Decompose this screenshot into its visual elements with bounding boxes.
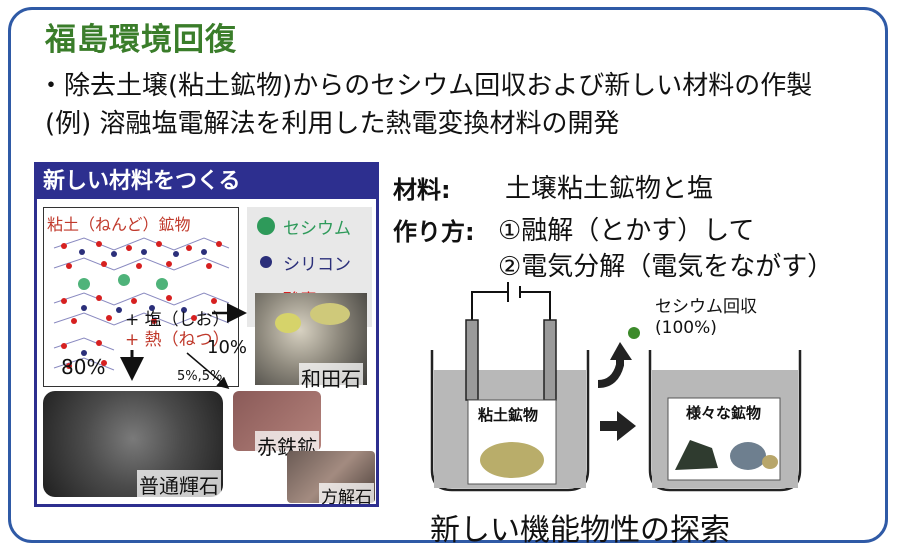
beaker1-label: 粘土鉱物 <box>478 406 539 424</box>
page-title: 福島環境回復 <box>45 22 237 58</box>
clay-structure-illustration <box>53 237 230 371</box>
material-label: 材料: <box>393 176 451 204</box>
material-value: 土壌粘土鉱物と塩 <box>505 174 714 204</box>
pct-small: 5%,5% <box>177 369 223 384</box>
heat-label: + 熱（ねつ） <box>125 330 230 350</box>
bullet-2: (例) 溶融塩電解法を利用した熱電変換材料の開発 <box>45 109 620 139</box>
cesium-dot <box>257 217 275 235</box>
pct-wada: 10% <box>207 337 248 358</box>
method-label: 作り方: <box>393 218 475 246</box>
cesium-recovery-label: セシウム回収 <box>655 297 757 317</box>
augite-label: 普通輝石 <box>137 470 221 499</box>
panel-header: 新しい材料をつくる <box>37 165 376 199</box>
beaker2-label: 様々な鉱物 <box>686 404 762 422</box>
salt-label: + 塩（しお） <box>125 310 230 330</box>
new-material-panel: 新しい材料をつくる <box>34 162 379 507</box>
silicon-dot <box>260 256 272 268</box>
process-arrows <box>120 303 247 389</box>
bottom-caption: 新しい機能物性の探索 <box>430 513 730 548</box>
legend-cesium: セシウム <box>283 219 351 239</box>
step-1: ①融解（とかす）して <box>498 216 755 246</box>
calcite-label: 方解石 <box>319 483 374 504</box>
clay-structure-box <box>43 207 239 387</box>
cesium-recovery-pct: (100%) <box>655 318 717 338</box>
bullet-1: ・除去土壌(粘土鉱物)からのセシウム回収および新しい材料の作製 <box>38 71 813 101</box>
step-2: ②電気分解（電気をながす） <box>498 252 834 282</box>
outer-frame <box>8 7 888 543</box>
clay-mineral-label: 粘土（ねんど）鉱物 <box>47 215 191 234</box>
legend-silicon: シリコン <box>283 255 351 275</box>
pct-main: 80% <box>61 355 106 379</box>
wada-stone-label: 和田石 <box>299 363 363 392</box>
